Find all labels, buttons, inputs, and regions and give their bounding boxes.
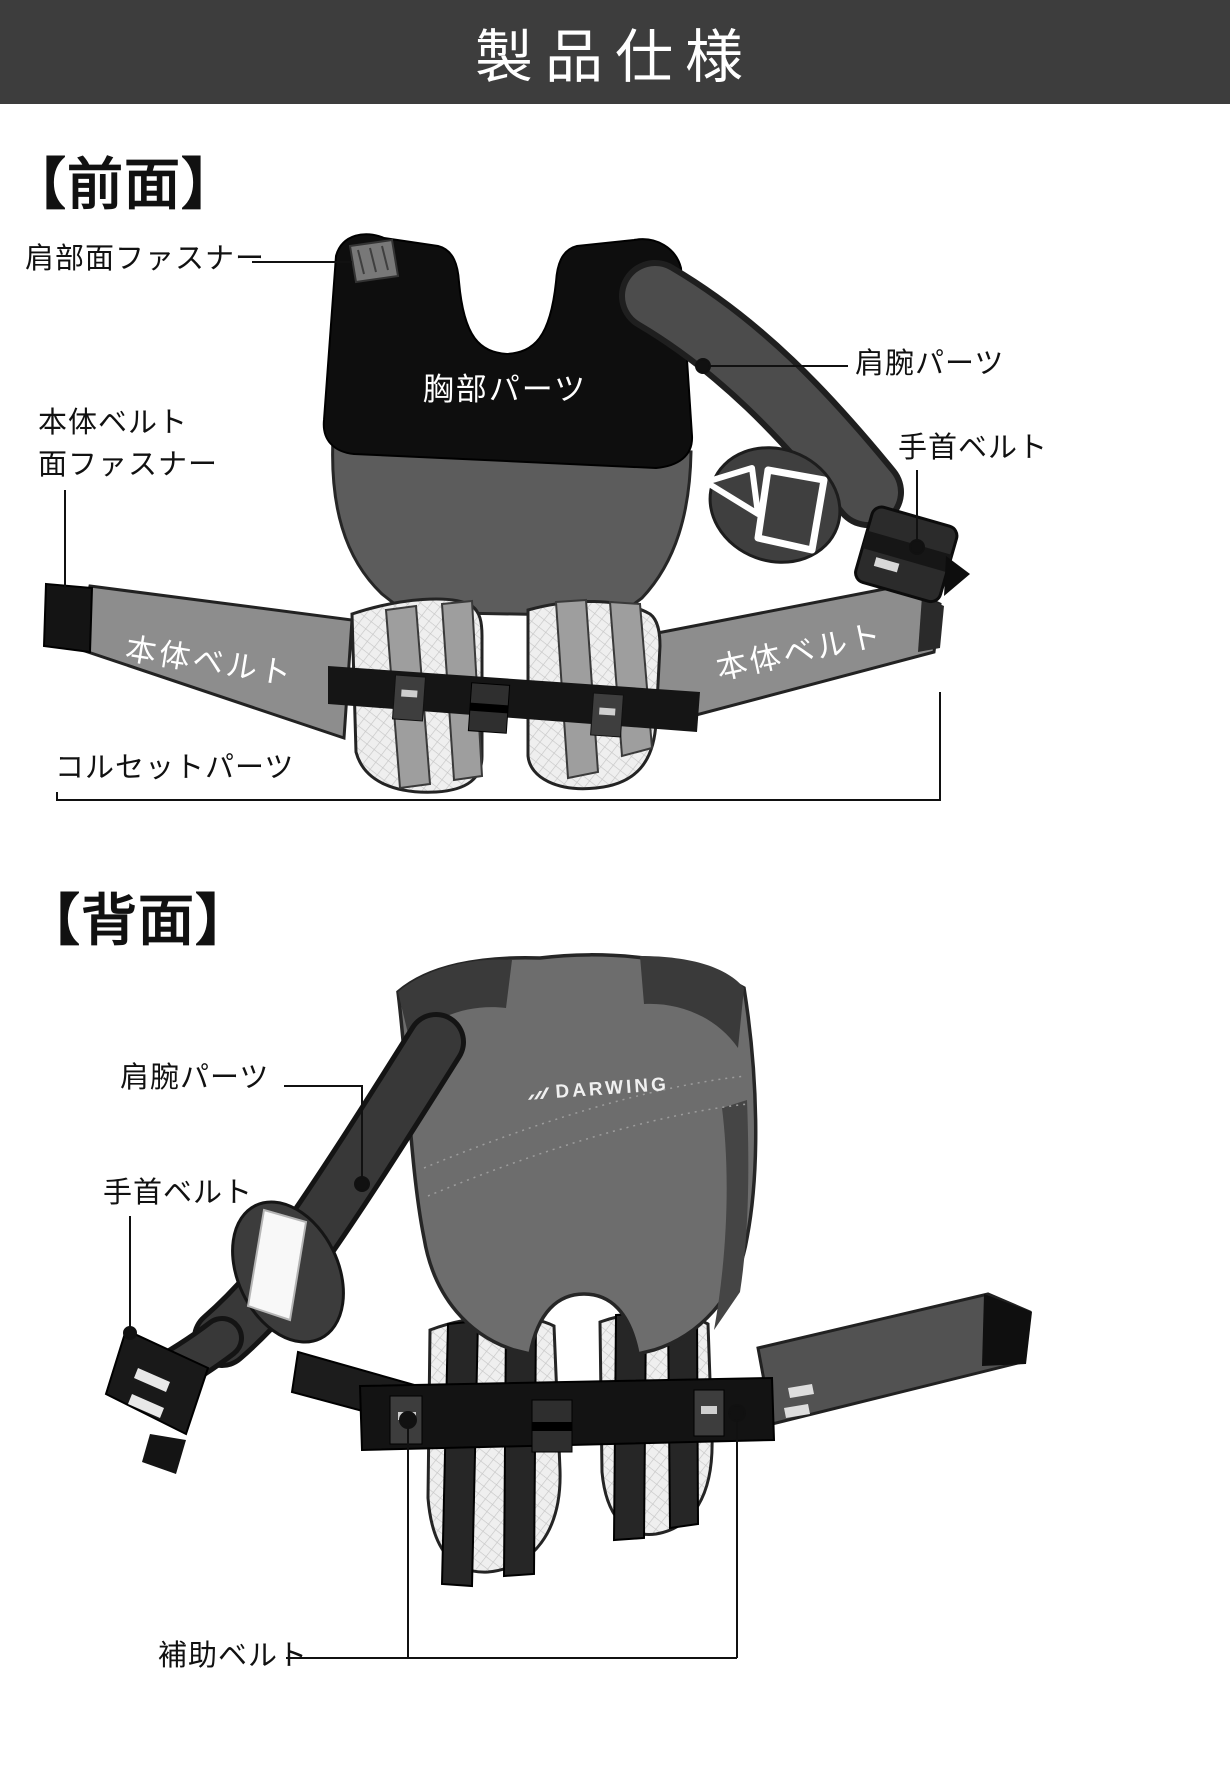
back-auxiliary-belt xyxy=(358,1376,776,1453)
back-shoulder-arm-strap xyxy=(104,1012,466,1474)
leader-dot-wrist-belt xyxy=(909,539,925,555)
wrist-pad-white-patch xyxy=(246,1208,308,1322)
wrist-belt-slit xyxy=(128,1394,164,1418)
front-chest-panel xyxy=(322,233,694,470)
callout-back-wrist-belt: 手首ベルト xyxy=(103,1177,254,1209)
back-callout-lines xyxy=(123,1085,746,1659)
callout-corset-parts: コルセットパーツ xyxy=(55,752,295,784)
front-section-heading: 【前面】 xyxy=(10,153,238,216)
buckle-detail xyxy=(701,1406,717,1414)
back-belt-right-tab xyxy=(982,1294,1032,1366)
buckle xyxy=(391,674,427,722)
wrist-belt-slit xyxy=(873,557,900,573)
leader-corset-bracket xyxy=(56,692,941,801)
back-armhole-shade xyxy=(714,1100,749,1330)
body-belt-left-fastener-tab xyxy=(42,582,94,654)
arm-strap xyxy=(625,266,898,522)
callout-back-shoulder-arm-parts: 肩腕パーツ xyxy=(120,1062,270,1094)
callout-shoulder-surface-fastener: 肩部面ファスナー xyxy=(25,243,266,275)
back-shoulder-cap-right xyxy=(640,956,744,1048)
front-corset xyxy=(328,597,700,794)
buckle xyxy=(590,692,624,738)
leader-back-shoulder-arm xyxy=(284,1085,363,1178)
back-panel xyxy=(396,953,758,1357)
back-section-heading: 【背面】 xyxy=(24,889,252,952)
buckle-body xyxy=(391,674,427,722)
callout-front-wrist-belt: 手首ベルト xyxy=(898,432,1049,464)
back-body-belt-right xyxy=(756,1292,1032,1426)
header-bar: 製品仕様 xyxy=(0,0,1230,104)
callout-front-shoulder-arm-parts: 肩腕パーツ xyxy=(855,348,1005,380)
front-shoulder-fastener-patch xyxy=(348,238,400,284)
carabiner-ring xyxy=(703,465,761,517)
callout-body-belt-fastener: 本体ベルト 面ファスナー xyxy=(38,407,218,483)
front-body-belt-left xyxy=(42,582,354,741)
callout-body-belt-fastener-line1: 本体ベルト xyxy=(38,407,189,439)
wrist-belt-end xyxy=(142,1434,186,1474)
callout-auxiliary-belt: 補助ベルト xyxy=(158,1640,309,1672)
front-chest-parts-text: 胸部パーツ xyxy=(423,372,587,407)
leader-dot-back-shoulder-arm xyxy=(354,1176,370,1192)
buckle-detail xyxy=(401,689,418,698)
page-title: 製品仕様 xyxy=(474,25,755,90)
buckle-detail xyxy=(599,707,616,716)
wrist-belt-band xyxy=(862,530,952,573)
front-illustration: 胸部パーツ 本体ベルト 本体ベルト xyxy=(42,233,970,801)
leader-dot-back-wrist-belt xyxy=(123,1326,137,1340)
back-illustration: DARWING xyxy=(104,953,1032,1659)
front-torso-panel xyxy=(331,436,693,618)
leader-dot-aux-belt xyxy=(399,1411,417,1429)
carabiner-frame xyxy=(754,466,828,554)
brand-wing-icon xyxy=(527,1087,550,1100)
buckle-detail xyxy=(532,1422,572,1431)
buckle-detail xyxy=(469,702,509,714)
slider-buckle xyxy=(467,682,511,734)
back-corset-strap xyxy=(440,1319,480,1588)
belt-slit xyxy=(784,1404,810,1418)
leader-dot-shoulder-arm xyxy=(695,358,711,374)
back-seam-dotted xyxy=(427,1103,749,1197)
body-belt-right-tip xyxy=(918,596,944,652)
fastener-patch-hatch xyxy=(357,245,389,275)
front-wrist-belt-tip xyxy=(944,556,970,596)
wrist-belt-slit xyxy=(134,1368,170,1392)
callout-body-belt-fastener-line2: 面ファスナー xyxy=(38,449,219,482)
front-wrist-belt xyxy=(854,505,959,604)
front-shoulder-arm-strap xyxy=(619,260,904,564)
front-callout-lines xyxy=(56,261,941,801)
belt-slit xyxy=(788,1384,814,1398)
leader-dot-aux-belt xyxy=(728,1404,746,1422)
